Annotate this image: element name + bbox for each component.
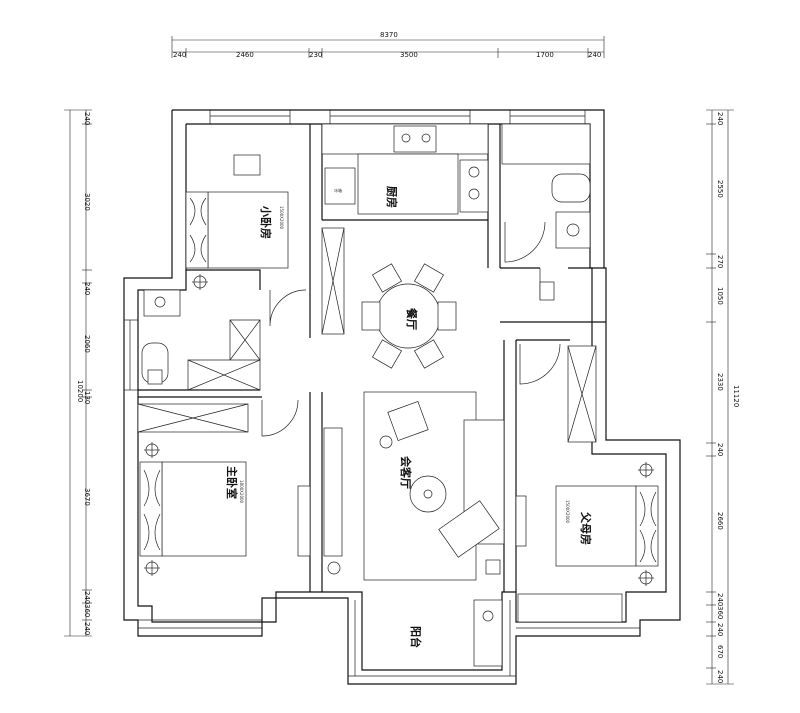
right-dim-seg-11: 670 — [716, 645, 724, 658]
parents-bedroom-bed-size: 1500X2000 — [565, 500, 570, 524]
left-dim-seg-3: 240 — [83, 282, 91, 295]
kitchen: 冰箱 厨房 — [321, 123, 489, 215]
right-dimension: 11120 240 2550 270 1050 2330 240 2660 24… — [706, 109, 740, 685]
dining-label: 餐厅 — [405, 307, 419, 330]
left-dim-seg-2: 3020 — [83, 193, 91, 211]
right-dim-seg-9: 360 — [716, 606, 724, 619]
balcony: 阳台 — [409, 599, 503, 667]
fridge-label: 冰箱 — [334, 187, 342, 193]
left-dim-seg-5: 130 — [83, 391, 91, 404]
right-dim-seg-8: 240 — [716, 593, 724, 606]
coffee-table — [409, 475, 447, 513]
right-dim-seg-5: 2330 — [716, 373, 724, 391]
left-dim-seg-1: 240 — [83, 112, 91, 125]
small-bedroom-bed — [207, 191, 289, 269]
top-dim-seg-1: 240 — [173, 51, 186, 59]
right-dim-seg-12: 240 — [716, 670, 724, 683]
right-dim-seg-10: 240 — [716, 623, 724, 636]
parents-bedroom: 父母房 1500X2000 — [515, 345, 659, 623]
small-bedroom-label: 小卧房 — [259, 205, 273, 239]
top-dim-seg-4: 3500 — [400, 51, 418, 59]
left-dim-seg-6: 3670 — [83, 488, 91, 506]
right-dim-total: 11120 — [732, 385, 740, 407]
balcony-label: 阳台 — [409, 626, 423, 648]
top-dim-seg-3: 230 — [309, 51, 322, 59]
left-dim-total: 10200 — [76, 380, 84, 402]
walls — [123, 109, 681, 685]
top-dim-total: 8370 — [380, 31, 398, 39]
left-dimension: 10200 240 3020 240 2060 130 3670 240 360… — [64, 109, 92, 637]
top-dim-seg-6: 240 — [588, 51, 601, 59]
right-dim-seg-6: 240 — [716, 443, 724, 456]
right-bathroom — [501, 123, 591, 301]
left-dim-seg-4: 2060 — [83, 335, 91, 353]
kitchen-label: 厨房 — [385, 186, 399, 208]
small-bedroom: 小卧房 1500X2000 — [185, 154, 289, 391]
left-dim-seg-9: 240 — [83, 622, 91, 635]
right-dim-seg-7: 2660 — [716, 512, 724, 530]
left-dim-seg-8: 360 — [83, 604, 91, 617]
right-dim-seg-3: 270 — [716, 255, 724, 268]
master-bedroom-bed-size: 1800X2000 — [239, 480, 244, 504]
top-dimension: 8370 240 2460 230 3500 1700 240 — [171, 31, 605, 59]
top-dim-seg-2: 2460 — [236, 51, 254, 59]
right-dim-seg-2: 2550 — [716, 180, 724, 198]
master-bedroom-bed — [161, 461, 247, 557]
left-bathroom — [141, 289, 181, 385]
master-bedroom: 主卧室 1800X2000 — [137, 403, 311, 576]
parents-bedroom-bed — [555, 485, 637, 567]
right-dim-seg-4: 1050 — [716, 287, 724, 305]
right-dim-seg-1: 240 — [716, 112, 724, 125]
parents-bedroom-label: 父母房 — [579, 511, 593, 545]
small-bedroom-bed-size: 1500X2000 — [279, 206, 284, 230]
dining: 餐厅 — [321, 227, 457, 369]
master-bedroom-label: 主卧室 — [225, 466, 239, 499]
left-dim-seg-7: 240 — [83, 591, 91, 604]
top-dim-seg-5: 1700 — [536, 51, 554, 59]
living-room: 会客厅 — [323, 391, 505, 581]
living-label: 会客厅 — [399, 456, 413, 489]
